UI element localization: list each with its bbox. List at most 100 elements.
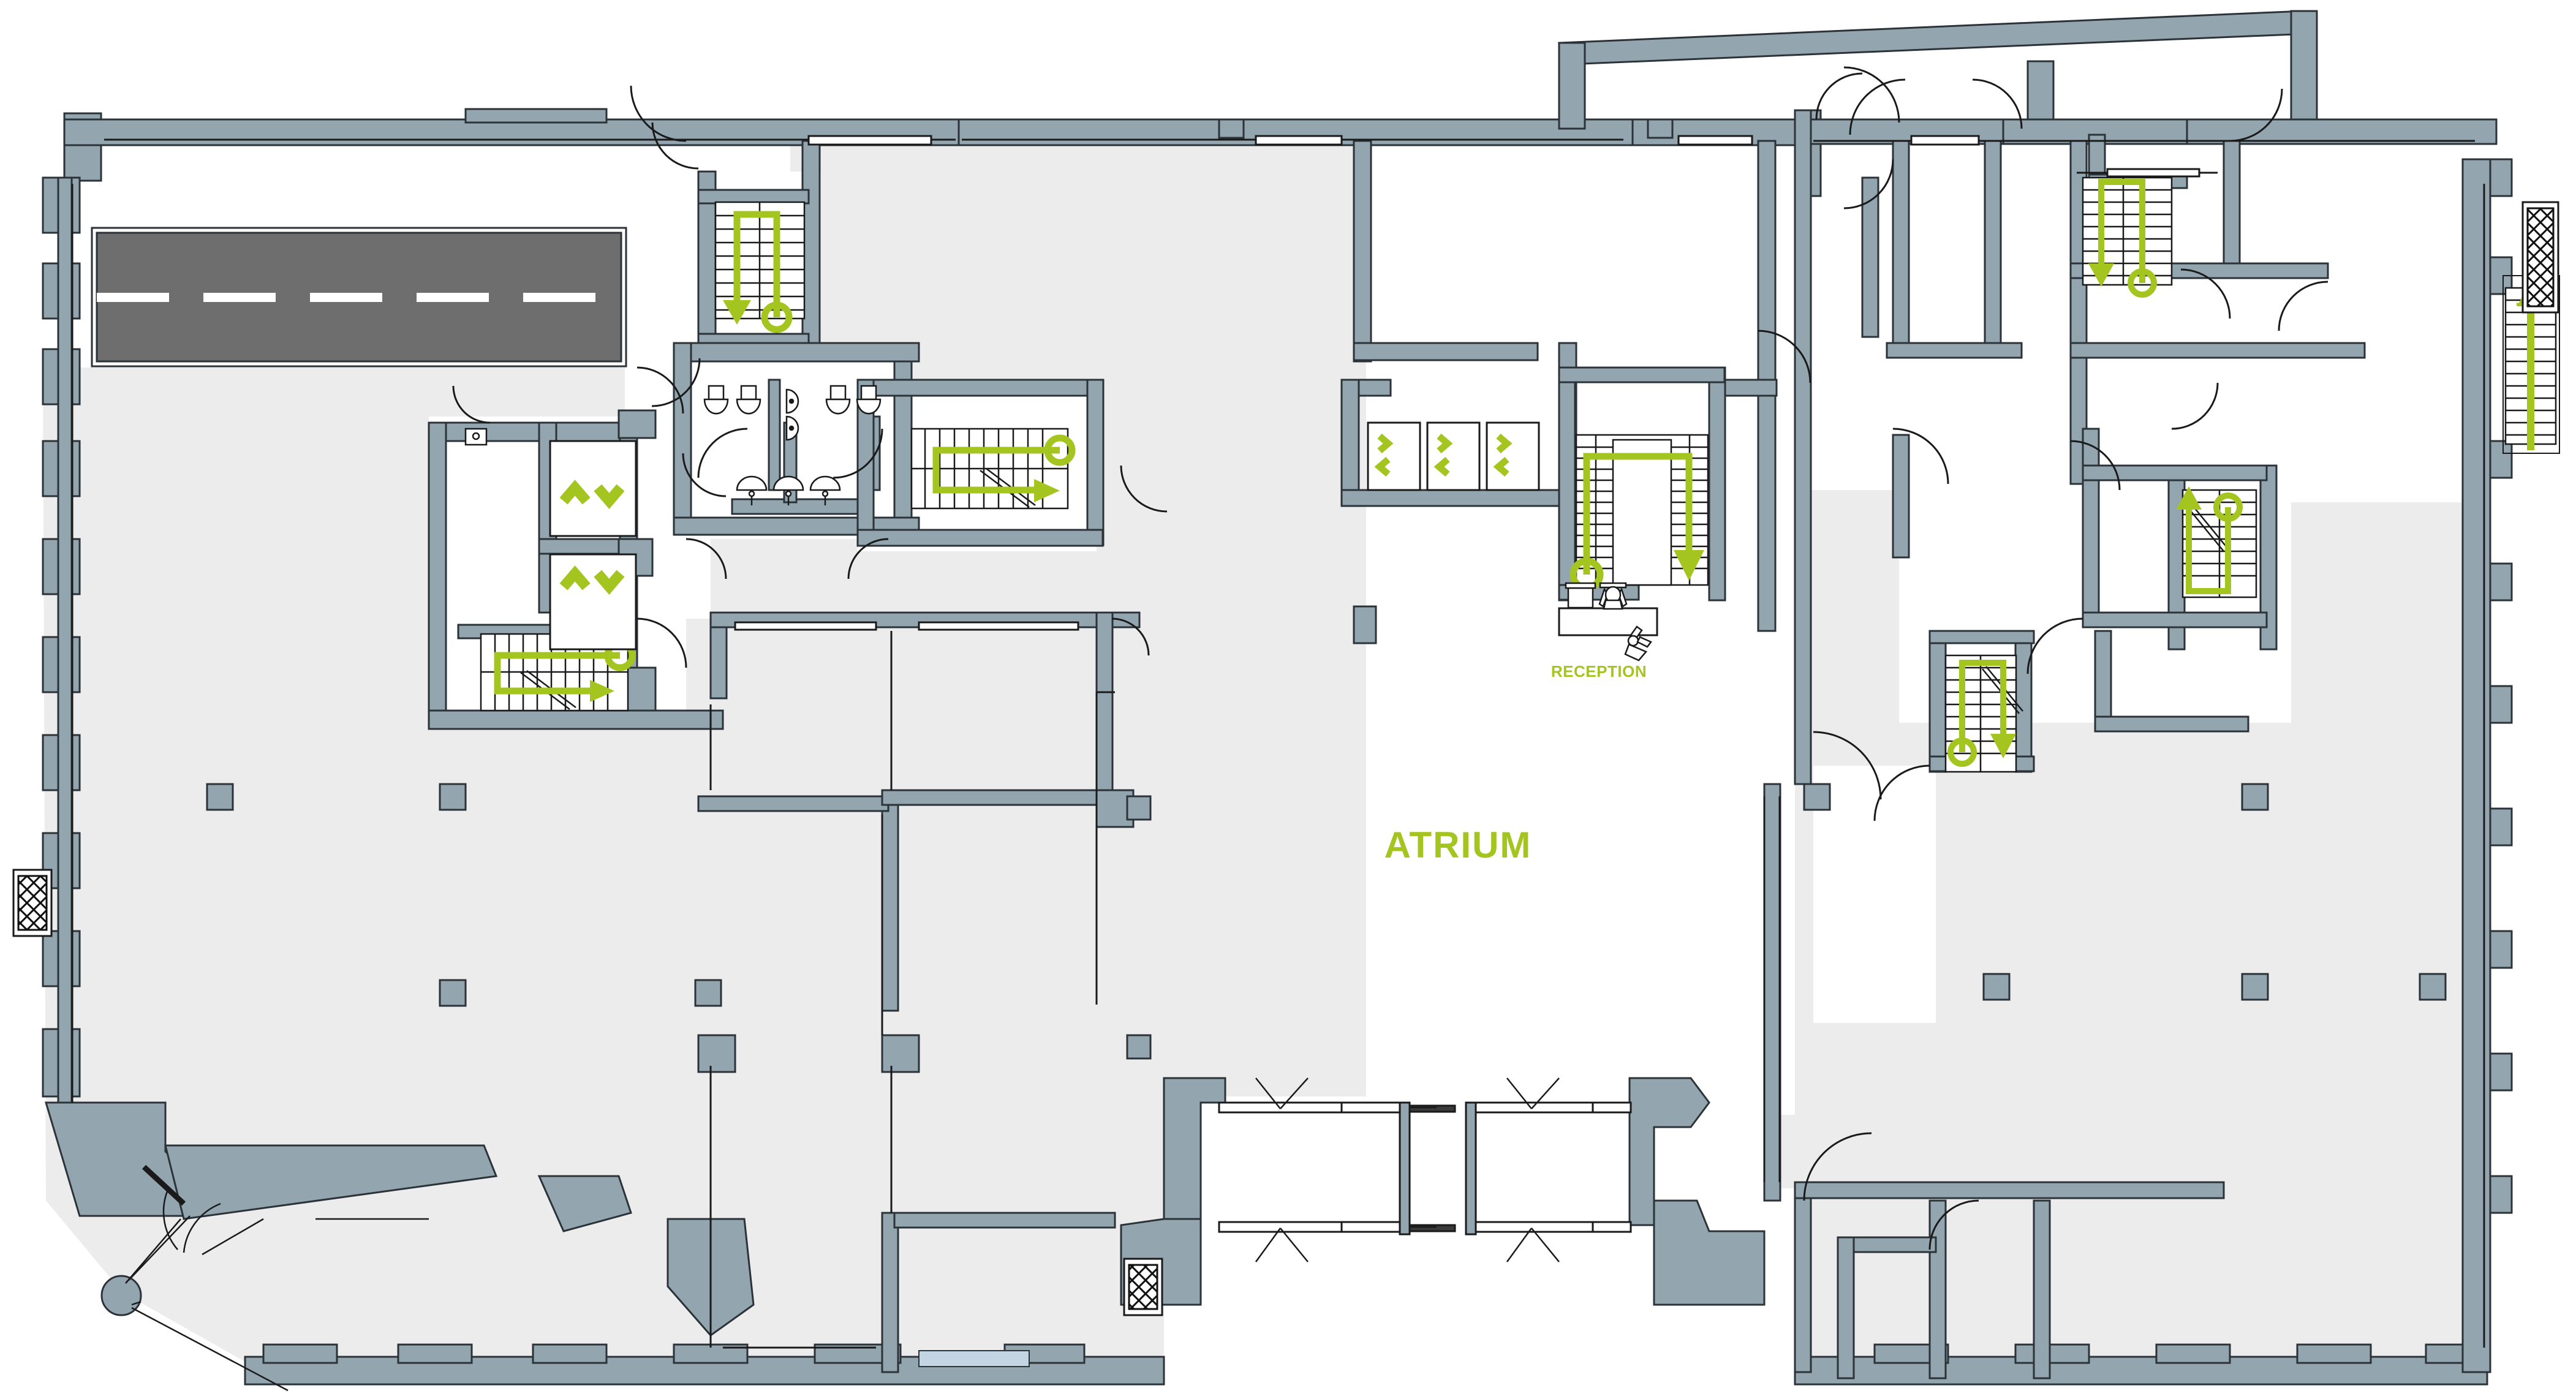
door-swing-wcore-1 [636,617,687,668]
stair-arrowhead-se [1990,734,2016,758]
lift-car-west-upper [549,440,637,537]
wall-e-v2 [1763,783,1781,1202]
urinal-2 [785,415,799,441]
door-swing-se-2 [1928,1199,1979,1250]
stair-arrowhead-main [1674,550,1704,581]
wc-pan-2 [736,385,761,415]
e-corridor-white [1813,766,1936,1023]
wall-stn-right [1086,379,1105,546]
wall-off-h4 [893,1212,1116,1229]
door-swing-wc-4 [686,538,727,579]
wall-sw-island [537,1175,632,1232]
entry-door-leaf-2 [1340,1101,1404,1114]
door-swing-nw-2 [651,358,701,407]
wall-e-h5 [2082,611,2268,628]
entry-post-2 [1465,1101,1477,1236]
wall-e-v17 [1928,1199,1947,1379]
wall-e-v9 [2082,428,2100,626]
stair-direction-down-arrow [1947,660,2006,767]
column-w4 [694,979,722,1007]
stair-direction-up-arrow [2186,492,2243,594]
reception-desk [1558,607,1658,636]
wall-south-nib-1 [262,1343,338,1364]
wall-nc-v1 [1353,140,1372,363]
lift-car-west-lower [549,553,637,651]
wall-west-thin [57,176,73,1110]
stair-north-middle [910,428,1076,510]
wall-off-v2 [1095,611,1114,798]
wall-off-v4 [881,1212,899,1373]
hatched-shafts [12,201,2559,1316]
entry-post-1 [1399,1101,1411,1236]
opening-office-1 [734,621,877,631]
column-w1 [206,783,234,811]
stair-arrowhead-w [590,680,614,702]
label-atrium: ATRIUM [1384,824,1532,866]
door-swing-ne-3 [2229,88,2283,142]
shaft-hatched-west [17,875,48,931]
wall-e-v8 [1892,434,1910,559]
col-off-a [1126,795,1152,821]
wash-basin-3 [809,475,841,505]
column-w2 [439,783,467,811]
door-swing-e-6 [2171,382,2219,430]
wall-vest-right-a [1628,1077,1710,1226]
columns [206,605,2447,1007]
door-swing-ne-4 [2180,268,2231,319]
wc-pan-3 [825,385,851,415]
col-off-d [1126,1034,1152,1060]
opening-ne-1 [1910,135,1980,146]
opening-office-2 [918,621,1079,631]
wall-e-v3 [1794,1187,1812,1373]
door-swing-recep-1 [1758,330,1811,383]
door-swing-wcore-2 [452,385,491,424]
wall-e-v11 [2259,464,2278,651]
door-swing-e-3 [1892,428,1949,485]
shaft-hatched-south [1128,1264,1158,1310]
wall-recep-right [1708,366,1726,602]
misc-openings [734,135,2200,631]
vehicle-ramp-driveway [91,227,627,368]
opening-n-1 [807,135,932,146]
door-swing-ne-8 [1815,72,1863,120]
wall-e-v5 [1984,140,2002,344]
person-standing-visitor [1624,625,1652,662]
door-swing-wc-5 [847,538,889,579]
window-south-tinted [918,1350,1030,1367]
door-swing-n-1 [636,366,684,414]
column-w3 [439,979,467,1007]
wall-e-v1 [1794,109,1812,785]
entrance-round-column [100,1275,142,1316]
wall-south-nib-9 [2155,1343,2231,1364]
column-e1 [1803,783,1831,811]
entry-mullion-2 [1405,1224,1456,1232]
walls [42,10,2513,1386]
wall-stn-bottom [856,529,1104,547]
wall-stnw-top [697,189,810,205]
reception-furniture [1558,582,1658,662]
door-swing-wc-3 [833,428,883,479]
stair-direction-down-arrow [2098,179,2157,298]
door-swing-off [1111,617,1150,656]
wall-south-nib-8 [2014,1343,2090,1364]
stair-direction-down-arrow [733,211,793,333]
wall-wcore-knob-1 [618,409,657,439]
door-swing-ne-2 [1849,78,1906,135]
reception-monitor-box [1567,587,1594,609]
wall-e-h3 [1886,342,2023,359]
wash-basin-1 [736,475,768,505]
entry-door-leaf-6 [1592,1101,1632,1114]
door-swing-n-2 [630,85,687,142]
wall-recep-top [1558,366,1726,383]
wall-wc-top [673,342,920,363]
wall-stn-top [856,379,1104,397]
wall-e-v13 [1928,630,1947,773]
stair-arrowhead-nm [1034,479,1060,502]
door-swing-ne-5 [2278,281,2329,331]
wall-east-nib-9 [2489,1175,2513,1214]
person-seated-receptionist [1598,582,1628,610]
door-swing-stn [1120,465,1168,513]
stair-up-arrow-shaft [2527,300,2534,450]
wall-east-nib-8 [2489,1052,2513,1092]
